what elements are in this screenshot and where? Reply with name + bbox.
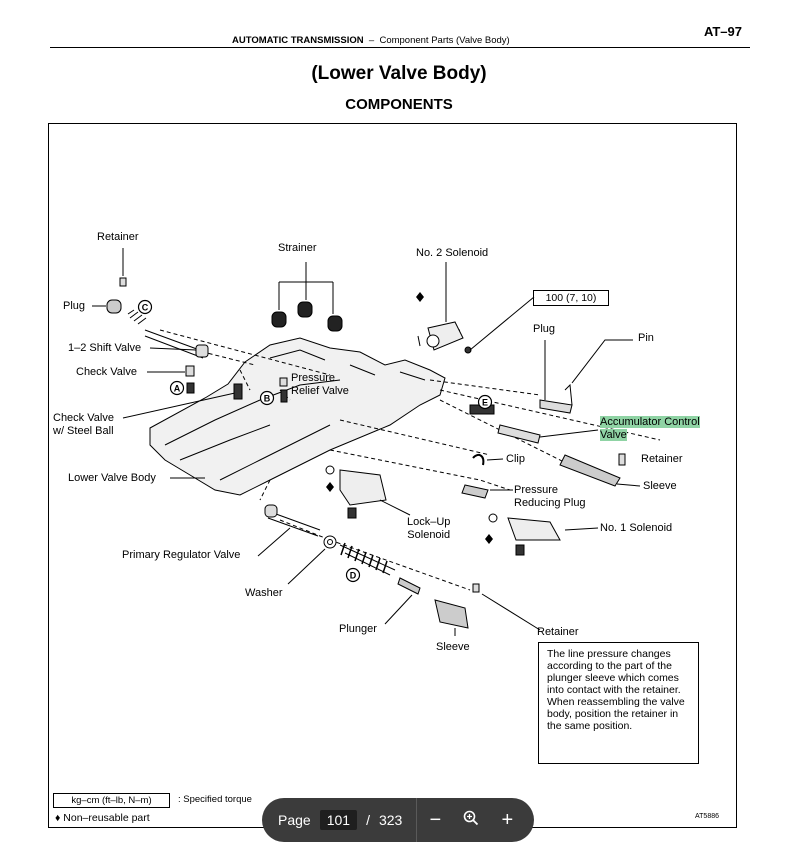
label-accumulator-line1: Accumulator Control: [600, 416, 700, 428]
callout-b: B: [264, 394, 271, 404]
torque-spec-box: 100 (7, 10): [533, 290, 609, 306]
toolbar-divider: [416, 798, 418, 842]
legend-torque-unit: kg–cm (ft–lb, N–m): [53, 793, 170, 808]
header-rule: [50, 47, 750, 48]
label-pressure-reducing-plug: Pressure Reducing Plug: [514, 484, 586, 510]
label-pressure-reducing-line1: Pressure: [514, 484, 559, 496]
label-no2-solenoid: No. 2 Solenoid: [416, 247, 489, 259]
label-check-valve: Check Valve: [76, 366, 137, 378]
zoom-out-button[interactable]: −: [429, 809, 442, 831]
callout-d: D: [350, 571, 357, 581]
label-washer: Washer: [245, 587, 283, 599]
label-strainer: Strainer: [278, 242, 317, 254]
label-pressure-reducing-line2: Reducing Plug: [514, 497, 586, 509]
label-sleeve-right: Sleeve: [643, 480, 677, 492]
label-accumulator-line2: Valve: [600, 429, 627, 441]
section-subtitle: Component Parts (Valve Body): [379, 35, 510, 46]
page-label: Page: [278, 812, 311, 828]
figure-id: AT5886: [695, 813, 719, 820]
label-clip: Clip: [506, 453, 525, 465]
page-separator: /: [366, 812, 370, 828]
label-no1-solenoid: No. 1 Solenoid: [600, 522, 673, 534]
label-plug-right: Plug: [533, 323, 556, 335]
page-title: (Lower Valve Body): [311, 63, 487, 84]
label-sleeve-bottom: Sleeve: [436, 641, 470, 653]
label-check-valve-ball-line1: Check Valve: [53, 412, 114, 424]
page-code: AT–97: [703, 24, 742, 39]
page-subtitle: COMPONENTS: [345, 96, 453, 113]
label-plug-left: Plug: [63, 300, 86, 312]
label-pressure-relief-line2: Relief Valve: [291, 385, 349, 397]
label-lockup-line2: Solenoid: [407, 529, 451, 541]
total-pages: 323: [378, 812, 403, 828]
legend-non-reusable: ♦ Non–reusable part: [55, 812, 150, 824]
line-pressure-note: The line pressure changes according to t…: [538, 642, 699, 764]
label-pin: Pin: [638, 332, 654, 344]
zoom-in-button[interactable]: +: [501, 809, 514, 831]
label-retainer-bottom: Retainer: [537, 626, 579, 638]
label-retainer-top: Retainer: [97, 231, 139, 243]
label-retainer-right: Retainer: [641, 453, 683, 465]
current-page-input[interactable]: 101: [319, 810, 358, 830]
label-shift-valve: 1–2 Shift Valve: [68, 342, 142, 354]
magnifier-icon: [464, 810, 479, 826]
callout-c: C: [142, 303, 149, 313]
label-check-valve-steel-ball: Check Valve w/ Steel Ball: [53, 412, 114, 438]
legend-torque-desc: : Specified torque: [178, 794, 252, 805]
lower-valve-body-shape: [149, 337, 446, 496]
label-check-valve-ball-line2: w/ Steel Ball: [53, 425, 114, 437]
callout-a: A: [174, 384, 181, 394]
pdf-page-toolbar: Page 101 / 323 − +: [262, 798, 534, 842]
label-accumulator-control-valve: Accumulator Control Valve: [600, 416, 700, 442]
label-lower-valve-body: Lower Valve Body: [68, 472, 156, 484]
label-lockup-line1: Lock–Up: [407, 516, 451, 528]
section-dash: –: [368, 35, 375, 46]
section-title: AUTOMATIC TRANSMISSION: [232, 35, 364, 46]
callout-e: E: [482, 398, 488, 408]
label-pressure-relief-line1: Pressure: [291, 372, 336, 384]
label-primary-regulator-valve: Primary Regulator Valve: [122, 549, 241, 561]
label-pressure-relief-valve: Pressure Relief Valve: [291, 372, 349, 398]
label-lockup-solenoid: Lock–Up Solenoid: [407, 516, 450, 542]
section-header: AUTOMATIC TRANSMISSION – Component Parts…: [232, 35, 510, 46]
zoom-fit-button[interactable]: [453, 809, 489, 831]
label-plunger: Plunger: [339, 623, 377, 635]
